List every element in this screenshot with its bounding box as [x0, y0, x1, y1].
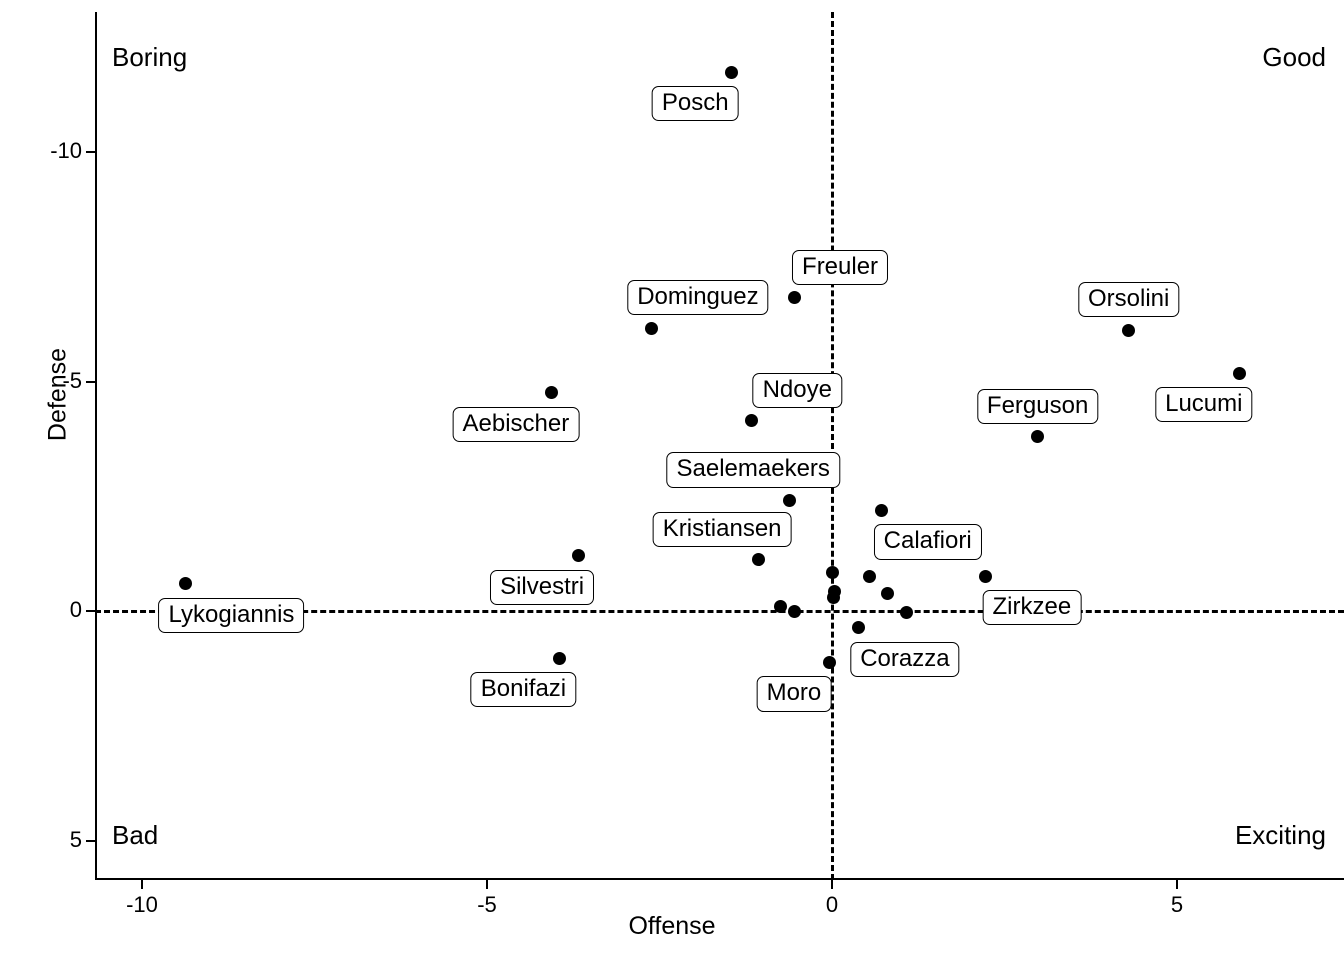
y-tick-label: 0 [69, 597, 82, 622]
y-tick-label: -5 [62, 367, 82, 393]
y-tick-label: 5 [69, 826, 82, 852]
data-point[interactable] [863, 569, 877, 583]
point-label[interactable]: Ferguson [976, 388, 1099, 424]
data-point[interactable] [782, 493, 796, 507]
data-point[interactable] [881, 586, 895, 600]
data-point[interactable] [826, 590, 840, 604]
point-label[interactable]: Aebischer [452, 406, 580, 443]
reference-line-vertical [831, 12, 834, 880]
x-tick-mark [1176, 880, 1178, 889]
data-point[interactable] [1233, 366, 1247, 380]
y-tick-mark [86, 610, 95, 612]
data-point[interactable] [875, 503, 889, 517]
y-tick-label: -10 [50, 138, 82, 163]
x-tick-label: -10 [126, 892, 158, 917]
point-label[interactable]: Zirkzee [982, 590, 1082, 626]
data-point[interactable] [178, 577, 192, 591]
point-label[interactable]: Kristiansen [652, 511, 792, 547]
quadrant-label-exciting: Exciting [1234, 820, 1326, 850]
data-point[interactable] [773, 600, 787, 614]
panel-axis-line-bottom [95, 878, 1344, 880]
data-point[interactable] [823, 655, 837, 669]
y-axis-title: Defense [43, 347, 72, 442]
x-tick-mark [486, 880, 488, 889]
y-tick-mark [86, 380, 95, 383]
data-point[interactable] [825, 565, 839, 579]
quadrant-label-bad: Bad [112, 820, 159, 850]
x-tick-label: -5 [477, 892, 497, 917]
data-point[interactable] [788, 605, 802, 619]
data-point[interactable] [645, 321, 659, 335]
data-point[interactable] [744, 414, 758, 427]
data-point[interactable] [545, 386, 559, 400]
data-point[interactable] [852, 621, 866, 635]
panel-axis-line-left [95, 12, 97, 880]
point-label[interactable]: Dominguez [627, 280, 769, 316]
x-tick-label: 5 [1170, 892, 1184, 917]
data-point[interactable] [724, 65, 738, 79]
x-tick-label: 0 [825, 892, 839, 917]
point-label[interactable]: Saelemaekers [666, 452, 840, 488]
data-point[interactable] [751, 553, 765, 567]
point-label[interactable]: Freuler [792, 249, 889, 285]
point-label[interactable]: Corazza [850, 641, 960, 678]
point-label[interactable]: Lucumi [1155, 387, 1253, 423]
data-point[interactable] [552, 651, 566, 665]
point-label[interactable]: Ndoye [752, 372, 842, 408]
x-axis-title: Offense [628, 912, 716, 940]
data-point[interactable] [979, 569, 993, 583]
data-point[interactable] [571, 549, 585, 563]
data-point[interactable] [1122, 323, 1136, 337]
quadrant-label-good: Good [1262, 42, 1326, 72]
data-point[interactable] [1031, 430, 1045, 444]
point-label[interactable]: Calafiori [873, 524, 982, 560]
data-point[interactable] [787, 291, 801, 304]
reference-line-horizontal [95, 610, 1344, 613]
x-tick-mark [141, 880, 143, 889]
y-tick-mark [86, 839, 95, 842]
point-label[interactable]: Silvestri [490, 569, 595, 606]
data-point[interactable] [900, 605, 914, 619]
point-label[interactable]: Moro [756, 676, 832, 712]
point-label[interactable]: Orsolini [1078, 282, 1180, 318]
y-tick-mark [86, 151, 95, 153]
quadrant-label-boring: Boring [112, 42, 188, 72]
point-label[interactable]: Bonifazi [470, 672, 577, 708]
x-tick-mark [831, 880, 833, 889]
point-label[interactable]: Lykogiannis [158, 597, 305, 634]
point-label[interactable]: Posch [651, 86, 739, 122]
